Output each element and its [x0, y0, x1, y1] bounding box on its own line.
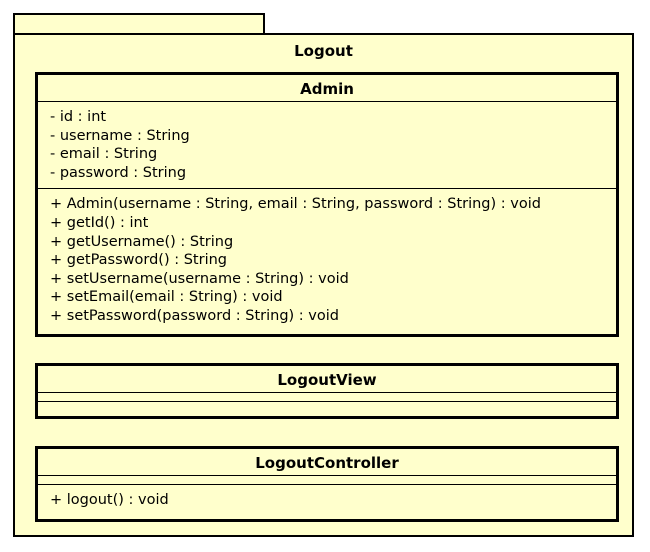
attributes-compartment — [38, 476, 616, 485]
attributes-compartment — [38, 393, 616, 402]
attribute: - username : String — [50, 127, 190, 144]
class-admin[interactable]: Admin - id : int - username : String - e… — [35, 72, 619, 337]
operations-compartment: + logout() : void — [38, 485, 616, 516]
package-logout: Logout Admin - id : int - username : Str… — [13, 33, 634, 537]
package-tab — [13, 13, 265, 33]
class-logoutcontroller[interactable]: LogoutController + logout() : void — [35, 446, 619, 522]
class-name: LogoutController — [38, 449, 616, 476]
operations-compartment — [38, 402, 616, 410]
class-logoutview[interactable]: LogoutView — [35, 363, 619, 419]
attribute: - id : int — [50, 109, 107, 125]
operations-compartment: + Admin(username : String, email : Strin… — [38, 189, 616, 331]
class-name: LogoutView — [38, 366, 616, 393]
operation: + getUsername() : String — [50, 233, 234, 250]
operation: + setEmail(email : String) : void — [50, 289, 283, 306]
operation: + getPassword() : String — [50, 252, 227, 269]
class-name: Admin — [38, 75, 616, 102]
attribute: - password : String — [50, 164, 187, 181]
attributes-compartment: - id : int - username : String - email :… — [38, 102, 616, 190]
package-title: Logout — [294, 42, 353, 60]
operation: + Admin(username : String, email : Strin… — [50, 196, 541, 213]
operation: + setUsername(username : String) : void — [50, 270, 349, 287]
operation: + logout() : void — [50, 492, 169, 508]
operation: + getId() : int — [50, 214, 149, 231]
attribute: - email : String — [50, 146, 158, 163]
operation: + setPassword(password : String) : void — [50, 307, 339, 324]
